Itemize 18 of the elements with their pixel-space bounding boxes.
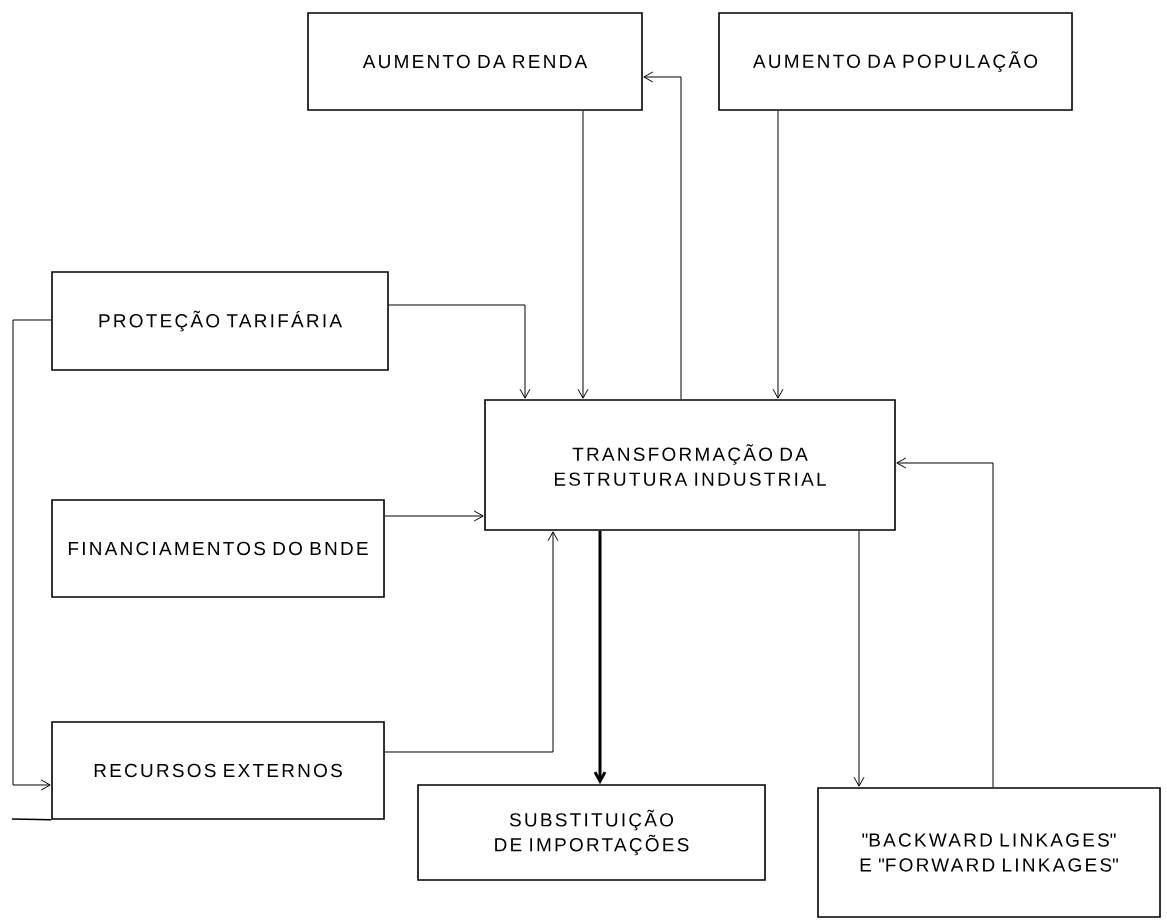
arrow: [853, 530, 865, 787]
process-box: "BACKWARD LINKAGES" E "FORWARD LINKAGES": [817, 787, 1161, 918]
arrow: [593, 530, 607, 785]
process-box: FINANCIAMENTOS DO BNDE: [51, 499, 385, 598]
arrow: [896, 457, 994, 788]
process-box: TRANSFORMAÇÃO DA ESTRUTURA INDUSTRIAL: [484, 399, 896, 531]
arrow: [577, 110, 589, 399]
process-box: AUMENTO DA POPULAÇÃO: [718, 12, 1073, 111]
arrow: [12, 319, 52, 791]
process-box: RECURSOS EXTERNOS: [11, 721, 385, 821]
arrow: [772, 110, 784, 399]
arrow: [384, 531, 559, 753]
arrow: [384, 510, 484, 522]
process-box: SUBSTITUIÇÃO DE IMPORTAÇÕES: [417, 784, 766, 881]
arrow: [388, 304, 531, 399]
process-box: PROTEÇÃO TARIFÁRIA: [51, 271, 389, 371]
arrow: [643, 71, 682, 400]
process-box: AUMENTO DA RENDA: [307, 12, 643, 111]
